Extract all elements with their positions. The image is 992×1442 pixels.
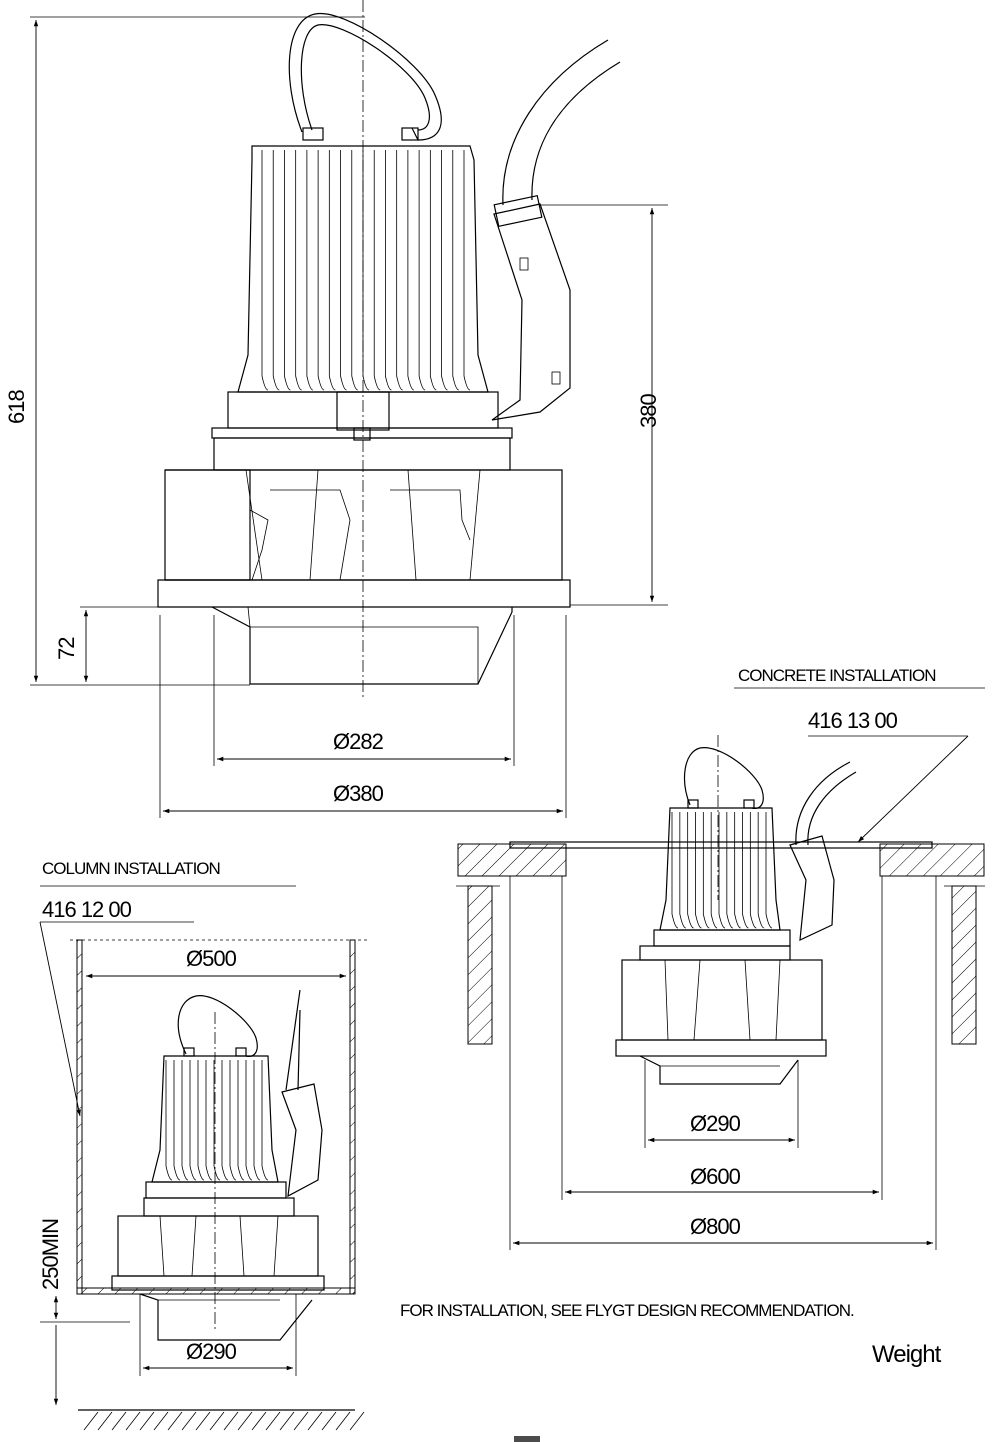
dia-282-label: Ø282 bbox=[333, 729, 384, 754]
concrete-dia-800-label: Ø800 bbox=[690, 1214, 741, 1239]
concrete-dia-600-label: Ø600 bbox=[690, 1164, 741, 1189]
footer-text-fragment bbox=[514, 1436, 540, 1442]
weight-label: Weight bbox=[872, 1341, 942, 1368]
cooling-fins bbox=[261, 150, 471, 391]
column-dia-500-label: Ø500 bbox=[186, 946, 237, 971]
dim-380-height-label: 380 bbox=[636, 394, 661, 428]
dim-618-label: 618 bbox=[4, 390, 29, 424]
concrete-dia-290-label: Ø290 bbox=[690, 1111, 741, 1136]
column-installation-title: COLUMN INSTALLATION bbox=[42, 859, 220, 878]
cooling-fins-concrete bbox=[671, 812, 773, 929]
dia-380-label: Ø380 bbox=[333, 781, 384, 806]
column-dia-290-label: Ø290 bbox=[186, 1339, 237, 1364]
floor-hatch bbox=[83, 1411, 365, 1431]
concrete-part-number: 416 13 00 bbox=[808, 708, 898, 733]
column-installation-view: COLUMN INSTALLATION 416 12 00 Ø500 Ø29 bbox=[38, 859, 370, 1431]
main-pump-view: 618 72 380 Ø282 Ø380 bbox=[4, 0, 668, 818]
concrete-installation-view: CONCRETE INSTALLATION 416 13 00 bbox=[456, 666, 985, 1250]
cooling-fins-column bbox=[165, 1060, 269, 1181]
installation-note: FOR INSTALLATION, SEE FLYGT DESIGN RECOM… bbox=[400, 1301, 854, 1320]
column-min-depth-label: 250MIN bbox=[38, 1219, 63, 1290]
dim-72-label: 72 bbox=[54, 637, 79, 660]
column-part-number: 416 12 00 bbox=[42, 897, 132, 922]
concrete-installation-title: CONCRETE INSTALLATION bbox=[738, 666, 936, 685]
